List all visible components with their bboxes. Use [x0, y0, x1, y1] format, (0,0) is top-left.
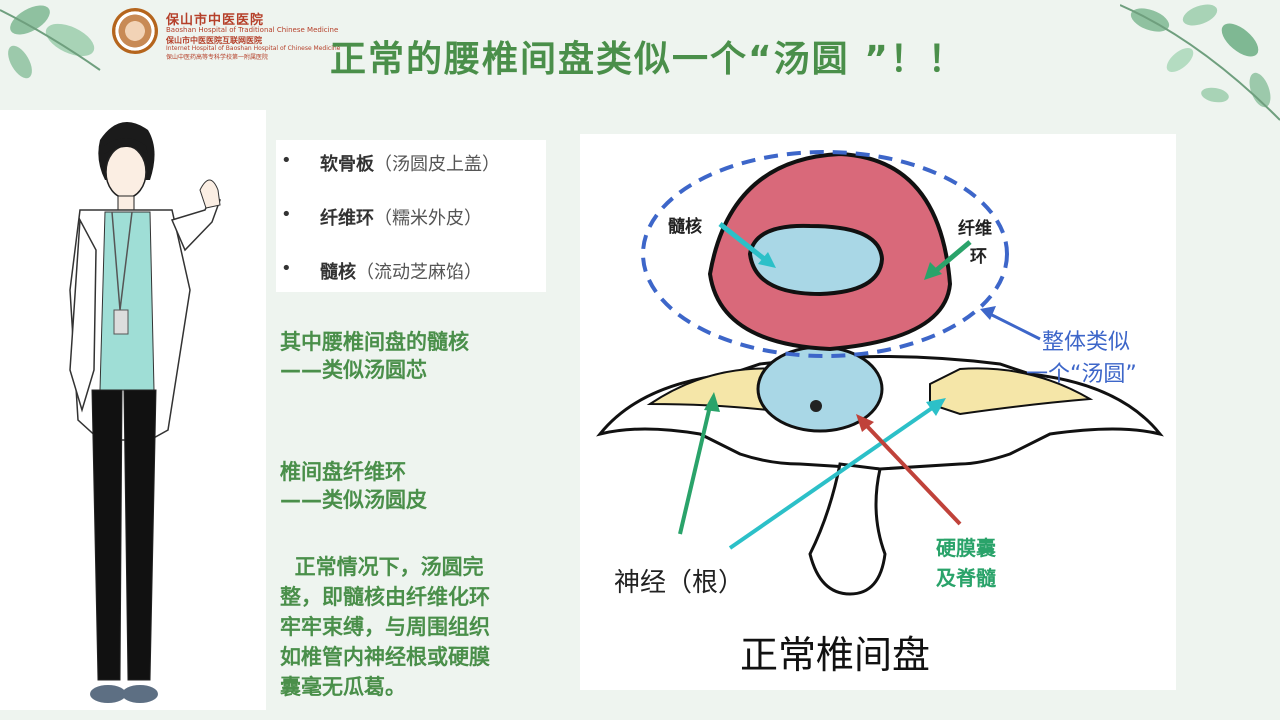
hospital-seal-icon	[112, 8, 158, 54]
hospital-english-name: Baoshan Hospital of Traditional Chinese …	[166, 26, 339, 34]
dura-label-line2: 及脊髓	[936, 566, 996, 590]
text-line: 如椎管内神经根或硬膜	[280, 645, 490, 669]
leaf-decoration-icon	[1120, 4, 1280, 121]
bullet-description: （汤圆皮上盖）	[374, 154, 500, 175]
leaf-decoration-icon	[0, 5, 101, 79]
disc-illustration-icon	[596, 150, 1164, 596]
page-title: 正常的腰椎间盘类似一个“汤圆 ”！！	[330, 39, 966, 80]
bullet-list: • 软骨板 （汤圆皮上盖） • 纤维环 （糯米外皮） • 髓核 （流动芝麻馅）	[276, 140, 546, 292]
bullet-description: （流动芝麻馅）	[356, 262, 482, 283]
nucleus-label: 髓核	[668, 217, 702, 237]
text-line: 正常情况下，汤圆完	[280, 555, 484, 579]
affiliated-hospital-name: 保山中医药高等专科学校第一附属医院	[166, 54, 269, 61]
intervertebral-disc-diagram: 髓核 纤维 环 整体类似 一个“汤圆” 硬膜囊 及脊髓 神经（根） 正常椎间盘	[580, 134, 1176, 690]
text-line: 牢牢束缚，与周围组织	[280, 615, 490, 639]
text-line: 囊毫无瓜葛。	[280, 675, 406, 699]
doctor-illustration-icon	[69, 122, 221, 703]
doctor-illustration-panel	[0, 110, 266, 710]
text-line: 整，即髓核由纤维化环	[280, 585, 490, 609]
hospital-name: 保山市中医医院	[166, 13, 265, 28]
annulus-label-line2: 环	[970, 247, 987, 267]
text-line: 其中腰椎间盘的髓核	[280, 330, 469, 354]
bullet-description: （糯米外皮）	[374, 208, 482, 229]
whole-analogy-label-line2: 一个“汤圆”	[1026, 362, 1137, 387]
normal-condition-text: 正常情况下，汤圆完 整，即髓核由纤维化环 牢牢束缚，与周围组织 如椎管内神经根或…	[280, 552, 550, 702]
dura-label-line1: 硬膜囊	[936, 536, 996, 560]
bullet-term: 纤维环	[320, 208, 374, 229]
bullet-term: 软骨板	[320, 154, 374, 175]
whole-analogy-label-line1: 整体类似	[1042, 330, 1131, 355]
internet-hospital-name: 保山市中医医院互联网医院	[166, 36, 262, 45]
text-line: ——类似汤圆皮	[280, 488, 427, 512]
internet-hospital-english: Internet Hospital of Baoshan Hospital of…	[166, 45, 341, 52]
annulus-label-line1: 纤维	[958, 219, 992, 239]
text-line: ——类似汤圆芯	[280, 358, 427, 382]
nucleus-analogy-text: 其中腰椎间盘的髓核 ——类似汤圆芯	[280, 328, 469, 384]
hospital-logo: 保山市中医医院 Baoshan Hospital of Traditional …	[112, 8, 340, 61]
bullet-dot-icon: •	[281, 204, 292, 225]
annulus-analogy-text: 椎间盘纤维环 ——类似汤圆皮	[280, 458, 427, 514]
diagram-caption: 正常椎间盘	[740, 633, 931, 677]
text-line: 椎间盘纤维环	[280, 460, 406, 484]
nerve-root-label: 神经（根）	[614, 568, 745, 598]
bullet-dot-icon: •	[281, 150, 292, 171]
bullet-dot-icon: •	[281, 258, 292, 279]
bullet-term: 髓核	[320, 262, 356, 283]
